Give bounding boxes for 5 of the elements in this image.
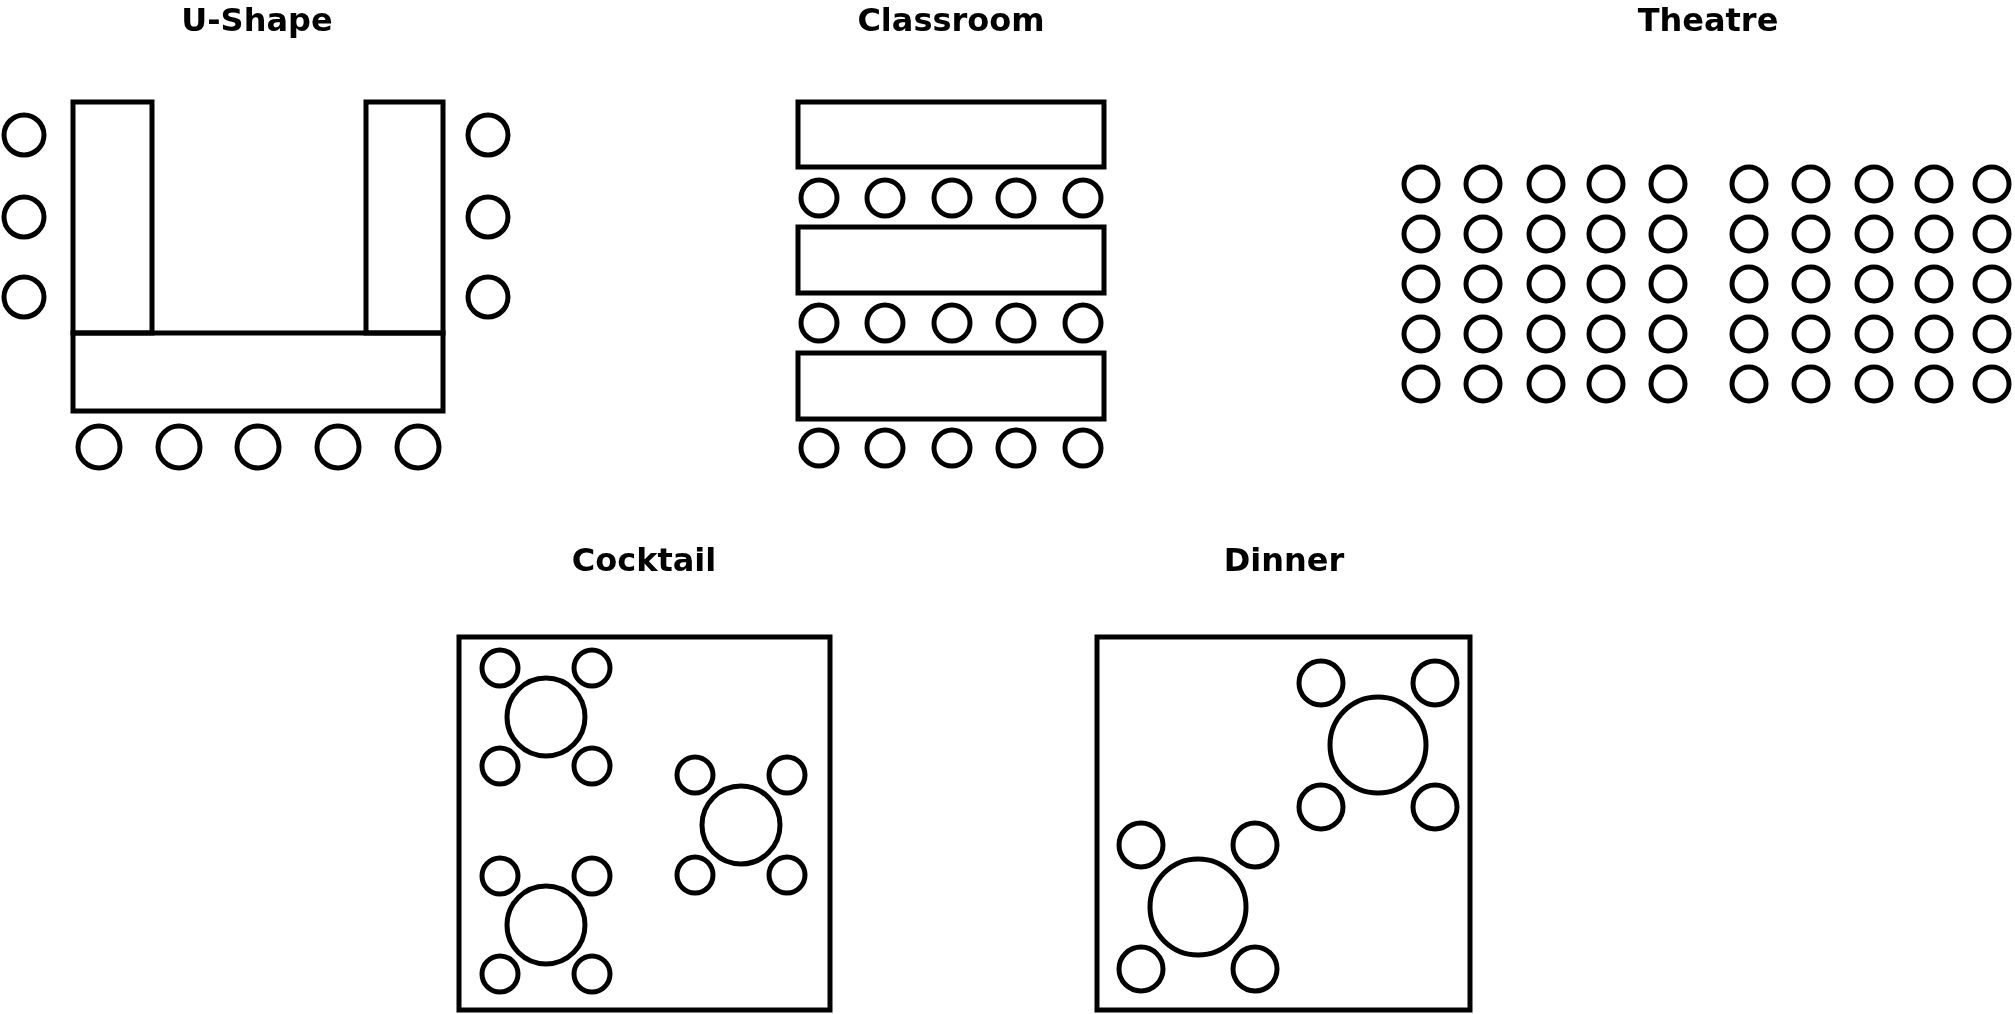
layout-title: U-Shape	[181, 4, 333, 36]
layout-title: Classroom	[857, 4, 1045, 36]
layout-title: Cocktail	[571, 544, 717, 576]
layout-title: Dinner	[1223, 544, 1345, 576]
layout-title: Theatre	[1637, 4, 1779, 36]
